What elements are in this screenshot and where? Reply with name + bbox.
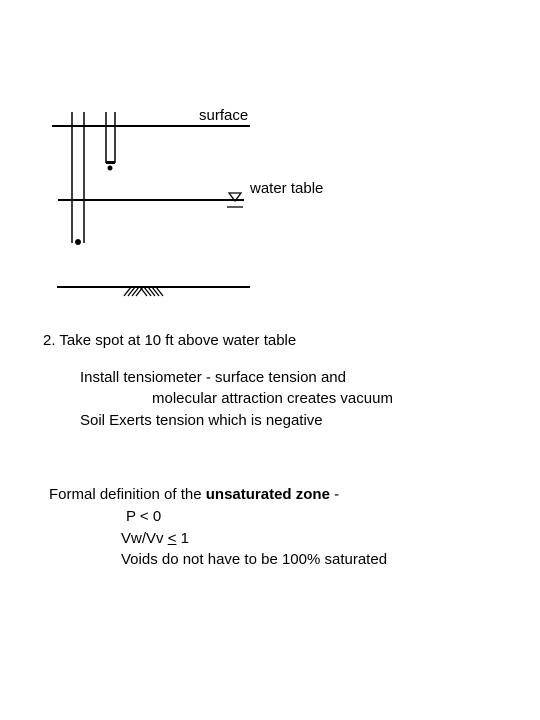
- tensiometer-tip: [107, 165, 113, 171]
- ground-hatch-icon: [123, 286, 164, 297]
- saturation-ratio: Vw/Vv < 1: [121, 530, 189, 547]
- saturation-ratio-prefix: Vw/Vv: [121, 530, 168, 547]
- formal-definition-suffix: -: [329, 486, 340, 503]
- soil-tension-line: Soil Exerts tension which is negative: [80, 412, 323, 429]
- formal-definition: Formal definition of the unsaturated zon…: [49, 486, 339, 503]
- unsaturated-zone-term: unsaturated zone: [205, 486, 330, 503]
- surface-label: surface: [199, 107, 249, 124]
- pressure-condition: P < 0: [126, 508, 162, 525]
- water-table-label: water table: [250, 180, 324, 197]
- saturation-ratio-suffix: 1: [176, 530, 189, 547]
- step-heading: 2. Take spot at 10 ft above water table: [43, 332, 297, 349]
- voids-line: Voids do not have to be 100% saturated: [121, 551, 388, 568]
- tensiometer-cap: [106, 161, 115, 164]
- formal-definition-prefix: Formal definition of the: [49, 486, 206, 503]
- saturation-ratio-symbol: <: [167, 530, 177, 547]
- groundwater-diagram: [52, 112, 250, 297]
- water-table-icon: [227, 192, 243, 203]
- install-line-2: molecular attraction creates vacuum: [152, 390, 393, 407]
- deep-well-tip: [75, 239, 81, 245]
- install-line-1: Install tensiometer - surface tension an…: [80, 369, 346, 386]
